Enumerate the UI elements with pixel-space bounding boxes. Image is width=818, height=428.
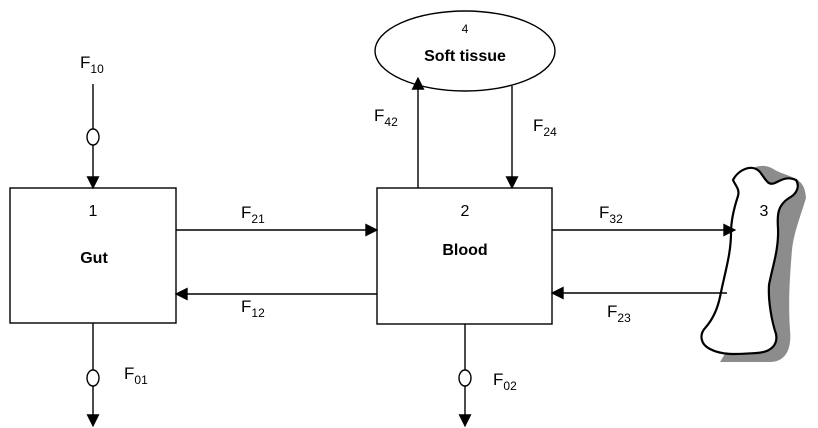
f02-sampling-port-icon [459,370,471,386]
flux-f10: F10 [80,53,104,188]
flux-f42: F42 [374,78,418,188]
gut-compartment: 1 Gut [10,188,176,323]
blood-label: Blood [442,242,487,259]
f10-label: F10 [80,53,104,76]
flux-f21: F21 [176,203,377,230]
f10-sampling-port-icon [87,129,99,145]
f42-label: F42 [374,106,398,129]
soft-tissue-number: 4 [462,22,469,36]
f21-label: F21 [241,203,265,226]
f01-label: F01 [124,364,148,387]
soft-tissue-compartment: 4 Soft tissue [375,11,555,91]
blood-compartment: 2 Blood [377,188,552,324]
gut-number: 1 [89,203,98,220]
f32-label: F32 [599,203,623,226]
flux-f32: F32 [552,203,735,230]
flux-f02: F02 [459,324,517,426]
flux-f12: F12 [176,294,377,320]
f02-label: F02 [493,370,517,393]
blood-number: 2 [461,203,470,220]
bone-number: 3 [760,203,769,220]
f12-label: F12 [241,297,265,320]
gut-label: Gut [80,250,108,267]
soft-tissue-label: Soft tissue [424,48,506,65]
f23-label: F23 [607,302,631,325]
flux-f24: F24 [512,86,557,188]
f24-label: F24 [533,116,557,139]
bone-compartment: 3 [701,166,806,362]
flux-f01: F01 [87,323,148,426]
flux-f23: F23 [552,293,727,325]
f01-sampling-port-icon [87,370,99,386]
